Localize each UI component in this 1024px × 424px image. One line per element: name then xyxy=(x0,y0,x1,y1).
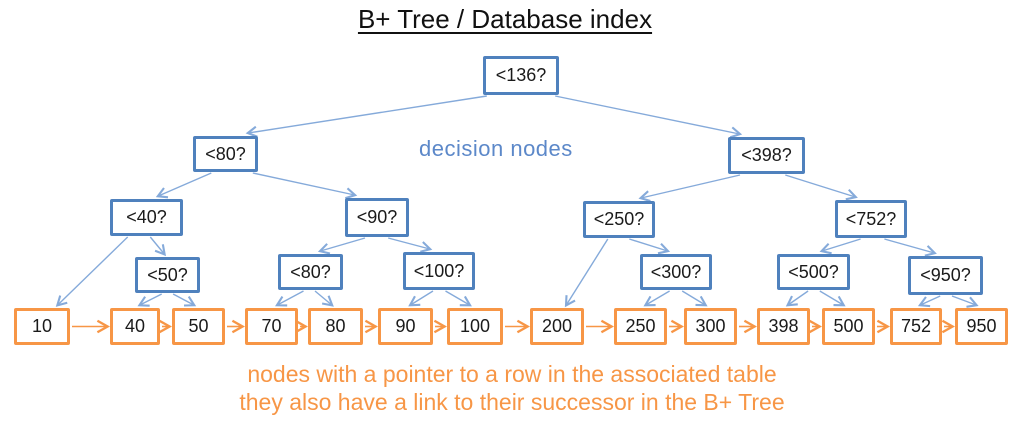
leaf-caption: nodes with a pointer to a row in the ass… xyxy=(0,360,1024,416)
decision-node-300: <300? xyxy=(640,254,712,290)
edge-n40-n50 xyxy=(149,236,167,257)
edge-n136-n80 xyxy=(245,95,487,138)
edge-n300-l250 xyxy=(643,290,670,307)
edge-n50-l40 xyxy=(137,293,163,307)
edge-n500-l500 xyxy=(819,290,846,307)
leaf-node-398: 398 xyxy=(757,308,810,345)
leaf-node-200: 200 xyxy=(530,308,584,345)
decision-node-752: <752? xyxy=(835,200,907,238)
leaf-node-10: 10 xyxy=(14,308,70,345)
diagram-title: B+ Tree / Database index xyxy=(357,4,653,34)
edge-n90-n100 xyxy=(388,237,433,253)
edge-n752-n500 xyxy=(819,238,861,255)
leaf-node-500: 500 xyxy=(822,308,875,345)
decision-node-950: <950? xyxy=(908,256,983,295)
edge-n80b-l80 xyxy=(314,290,334,307)
edge-n950-l950 xyxy=(951,295,979,308)
edge-n50-l50 xyxy=(172,293,197,307)
decision-node-90: <90? xyxy=(345,198,409,237)
leaf-node-100: 100 xyxy=(447,308,503,345)
decision-nodes-annotation: decision nodes xyxy=(419,136,573,161)
leaf-node-950: 950 xyxy=(955,308,1008,345)
edge-n950-l752 xyxy=(917,295,941,308)
edge-n80-n40 xyxy=(155,172,212,199)
leaf-caption-line2: they also have a link to their successor… xyxy=(239,389,785,415)
leaf-node-80: 80 xyxy=(308,308,363,345)
leaf-node-90: 90 xyxy=(378,308,433,345)
decision-node-50: <50? xyxy=(135,257,200,293)
leaf-node-50: 50 xyxy=(172,308,225,345)
edge-n398-n250 xyxy=(638,174,741,203)
edge-n100-l100 xyxy=(445,290,472,307)
decision-node-250: <250? xyxy=(583,201,655,238)
leaf-node-40: 40 xyxy=(110,308,160,345)
decision-node-100: <100? xyxy=(403,252,475,290)
edge-n300-l300 xyxy=(681,290,708,307)
edge-n80b-l70 xyxy=(275,290,304,307)
leaf-node-70: 70 xyxy=(245,308,298,345)
decision-node-80: <80? xyxy=(193,136,258,172)
decision-node-500: <500? xyxy=(777,254,850,290)
edge-n40-l10 xyxy=(55,236,129,307)
decision-node-80: <80? xyxy=(278,254,343,290)
edge-n100-l90 xyxy=(408,290,434,307)
leaf-node-250: 250 xyxy=(614,308,667,345)
leaf-node-300: 300 xyxy=(684,308,737,345)
edge-n398-n752 xyxy=(785,174,858,201)
edge-n136-n398 xyxy=(555,95,743,139)
decision-node-398: <398? xyxy=(728,137,805,174)
edge-n250-n300 xyxy=(629,238,671,255)
edge-n80-n90 xyxy=(252,172,358,200)
edge-n250-l200 xyxy=(564,238,609,308)
edge-n500-l398 xyxy=(785,290,809,307)
leaf-caption-line1: nodes with a pointer to a row in the ass… xyxy=(247,361,777,387)
leaf-node-752: 752 xyxy=(890,308,942,345)
edge-n90-n80b xyxy=(317,237,366,255)
decision-node-40: <40? xyxy=(110,199,183,236)
edge-n752-n950 xyxy=(884,238,937,257)
decision-node-136: <136? xyxy=(483,56,559,95)
